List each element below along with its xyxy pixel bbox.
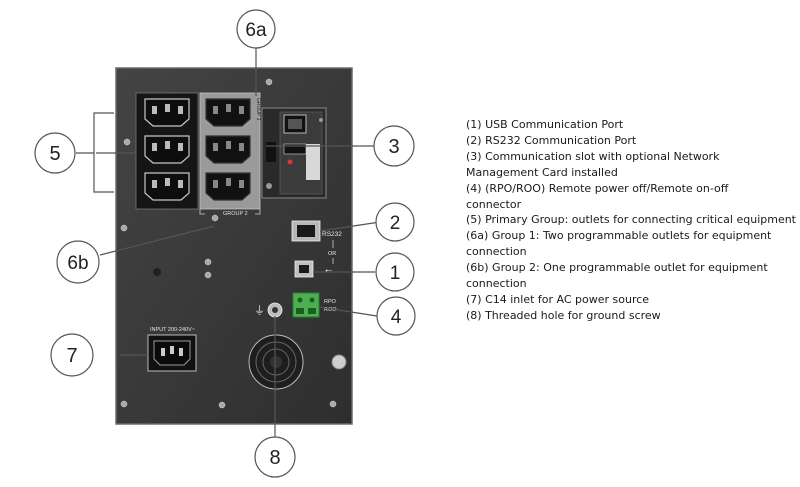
callout-3: 3 [373, 125, 415, 167]
ground-screw-hole[interactable] [267, 302, 283, 318]
callout-lines [99, 48, 381, 437]
legend-line: connection [466, 277, 527, 291]
rs232-label: RS232 [322, 231, 342, 238]
network-card-slot [261, 107, 327, 199]
group1-label: GROUP 1 [255, 98, 261, 121]
outlet-primary-3 [144, 172, 190, 201]
svg-text:6b: 6b [67, 253, 88, 274]
callout-8: 8 [254, 436, 296, 478]
cooling-fan [248, 334, 304, 390]
fan-screw [331, 354, 347, 370]
legend-line: (6a) Group 1: Two programmable outlets f… [466, 229, 772, 243]
or-label: OR [328, 251, 336, 257]
usb-symbol-icon: ⭠ [325, 265, 332, 275]
ac-inlet-c14[interactable] [147, 334, 197, 372]
primary-group-bracket [76, 112, 114, 193]
input-rating-label: INPUT 200-240V~ [150, 327, 195, 333]
svg-text:7: 7 [66, 345, 77, 367]
legend-line: (5) Primary Group: outlets for connectin… [466, 213, 796, 227]
svg-text:2: 2 [390, 213, 401, 234]
legend-list: (1) USB Communication Port (2) RS232 Com… [466, 117, 796, 324]
svg-text:6a: 6a [245, 20, 267, 41]
callout-6a: 6a [236, 9, 276, 49]
callout-4: 4 [376, 296, 416, 336]
callout-1: 1 [375, 252, 415, 292]
primary-group-outlets [135, 92, 199, 210]
outlet-primary-1 [144, 98, 190, 127]
usb-port[interactable] [294, 260, 314, 278]
svg-text:3: 3 [388, 136, 399, 158]
legend-line: (6b) Group 2: One programmable outlet fo… [466, 261, 768, 275]
legend-line: (2) RS232 Communication Port [466, 133, 637, 147]
panel-screws [120, 78, 337, 409]
programmable-outlets: GROUP 1 GROUP 2 [199, 92, 261, 217]
legend-line: (1) USB Communication Port [466, 118, 624, 131]
svg-text:8: 8 [269, 447, 280, 469]
callout-6b: 6b [56, 240, 100, 284]
outlet-group1-2 [205, 135, 251, 164]
rpo-roo-connector[interactable] [292, 292, 320, 318]
legend-line: (4) (RPO/ROO) Remote power off/Remote on… [466, 181, 729, 195]
ground-symbol-icon: ⏚ [254, 304, 265, 317]
legend-line: connection [466, 245, 527, 259]
legend-line: (8) Threaded hole for ground screw [466, 308, 661, 322]
outlet-group1-1 [205, 98, 251, 127]
callout-7: 7 [50, 333, 94, 377]
callout-2: 2 [375, 202, 415, 242]
outlet-primary-2 [144, 135, 190, 164]
outlet-group2-1 [205, 172, 251, 201]
roo-label: ROO [324, 307, 337, 313]
callout-5: 5 [34, 132, 76, 174]
svg-text:4: 4 [391, 307, 402, 328]
rs232-port[interactable] [291, 220, 321, 242]
svg-text:5: 5 [49, 143, 60, 165]
legend-line: connector [466, 197, 522, 211]
legend-line: (7) C14 inlet for AC power source [466, 292, 650, 306]
rpo-label: RPO [324, 299, 337, 305]
svg-text:1: 1 [390, 263, 401, 284]
legend-line: Management Card installed [466, 165, 618, 179]
legend-line: (3) Communication slot with optional Net… [466, 149, 720, 163]
group2-label: GROUP 2 [223, 211, 248, 217]
